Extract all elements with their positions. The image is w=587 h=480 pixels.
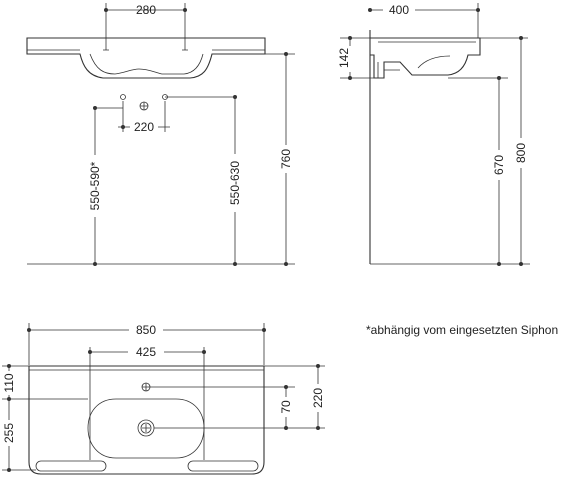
top-bowl-outline bbox=[87, 398, 205, 459]
siphon-footnote: *abhängig vom eingesetzten Siphon bbox=[366, 323, 559, 337]
front-total-height-label: 760 bbox=[279, 149, 293, 169]
side-underside-height-label: 670 bbox=[492, 155, 506, 175]
side-basin-outline bbox=[370, 37, 481, 79]
top-basin-outline bbox=[28, 365, 265, 475]
side-bracket-label: 142 bbox=[337, 48, 351, 68]
front-left-height-label: 550-590* bbox=[88, 161, 102, 210]
side-rim-height-label: 800 bbox=[514, 143, 528, 163]
left-connection-symbol bbox=[120, 94, 126, 100]
side-depth-label: 400 bbox=[389, 3, 409, 17]
front-basin-outline bbox=[26, 37, 266, 79]
tap-offset-label: 110 bbox=[2, 373, 16, 392]
tap-to-drain-label: 70 bbox=[279, 400, 293, 414]
outlet-spacing-label: 220 bbox=[134, 120, 154, 134]
front-top-width-label: 280 bbox=[136, 3, 156, 17]
top-total-width-label: 850 bbox=[136, 323, 156, 337]
right-grip-recess bbox=[187, 460, 259, 472]
front-right-height-label: 550-630 bbox=[228, 161, 242, 205]
front-view: 280 220 550-590* 550-630 760 bbox=[26, 3, 295, 266]
side-view: 400 142 670 800 bbox=[337, 2, 530, 266]
left-grip-recess bbox=[35, 460, 107, 472]
drain-offset-label: 255 bbox=[2, 423, 16, 443]
top-view: 850 425 110 255 bbox=[1, 322, 326, 475]
top-inner-width-label: 425 bbox=[136, 345, 156, 359]
basin-depth-label: 220 bbox=[311, 388, 325, 408]
